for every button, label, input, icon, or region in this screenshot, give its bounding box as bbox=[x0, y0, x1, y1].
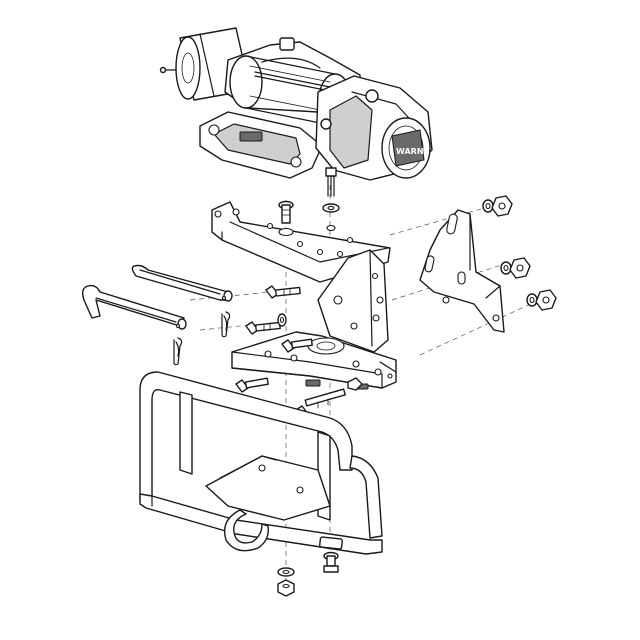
vertical-mount-bracket bbox=[317, 249, 389, 353]
carriage-bolt-center bbox=[281, 338, 313, 353]
nut-washer-set-low bbox=[526, 289, 557, 311]
winch-foot bbox=[199, 111, 323, 179]
nut-washer-set-top bbox=[482, 195, 513, 217]
base-plate bbox=[231, 331, 397, 390]
flat-washer-mid bbox=[277, 313, 287, 327]
lower-hitch-pin bbox=[81, 284, 187, 330]
hairpin-clip bbox=[221, 311, 231, 338]
bottom-washer-left bbox=[277, 567, 295, 577]
base-plate-tag bbox=[305, 379, 321, 387]
winch-gear-housing: WARN bbox=[315, 75, 433, 181]
hairpin-clip-lower bbox=[173, 337, 183, 366]
winch-brand-badge: WARN bbox=[396, 147, 424, 156]
front-guard-bumper bbox=[139, 371, 383, 555]
nut-washer-set-mid bbox=[500, 257, 531, 279]
bottom-nut-left bbox=[277, 579, 295, 597]
side-plate bbox=[419, 209, 505, 333]
carriage-bolt-left-upper bbox=[265, 285, 301, 299]
bottom-bolt-right bbox=[323, 551, 339, 573]
carriage-bolt-top bbox=[278, 200, 294, 224]
hitch-pin bbox=[131, 264, 233, 302]
winch-foot-badge bbox=[239, 131, 263, 142]
hex-nut-center bbox=[347, 377, 363, 391]
tow-hook bbox=[223, 509, 269, 552]
flat-washer-top bbox=[322, 203, 340, 213]
carriage-bolt-left-mid bbox=[245, 321, 281, 335]
winch: WARN bbox=[159, 27, 433, 197]
carriage-bolt-lower-left bbox=[235, 377, 269, 393]
winch-mount-stud bbox=[325, 167, 337, 197]
